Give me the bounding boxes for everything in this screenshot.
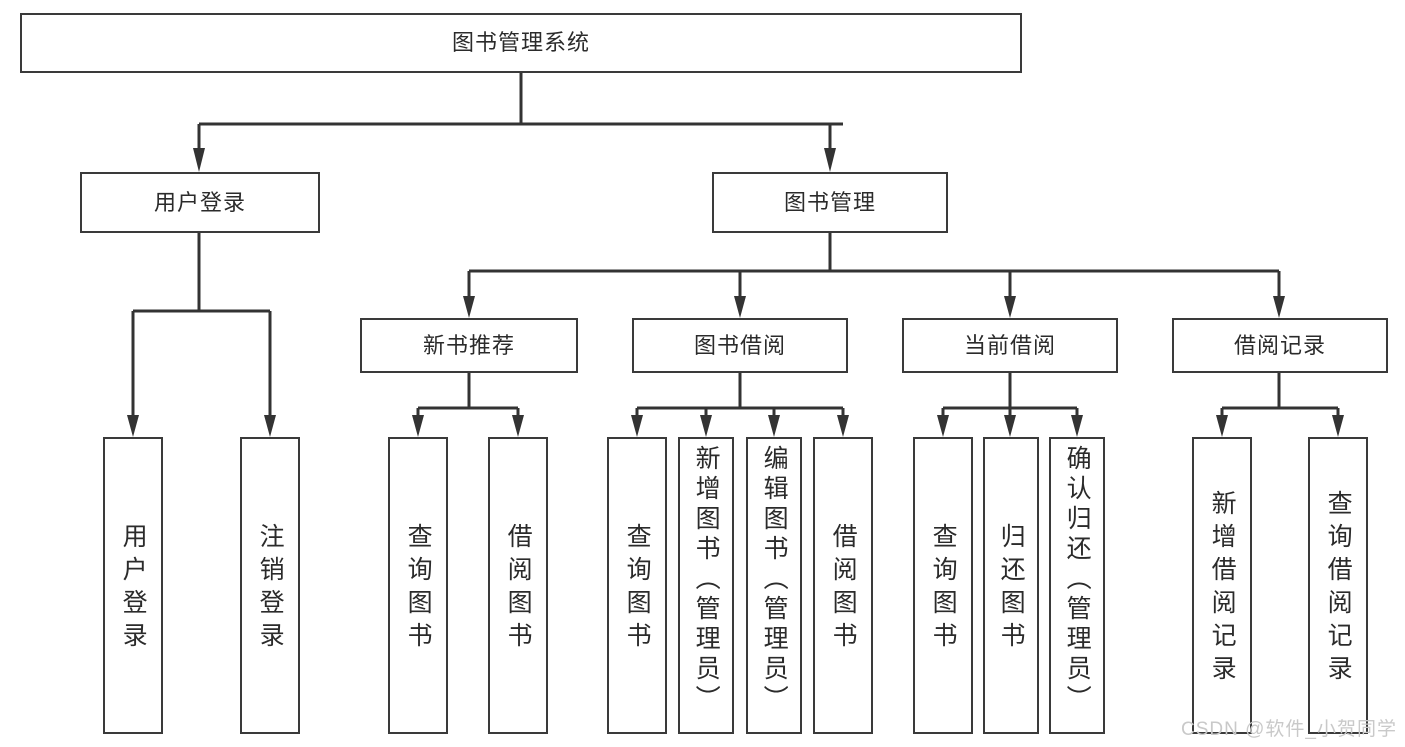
node-leaf-add-book-label: 新增图书（管理员）	[692, 445, 721, 715]
arrowhead-leaf-query-book-2	[631, 415, 643, 437]
node-book-manage[interactable]: 图书管理	[712, 172, 948, 233]
node-leaf-user-login-label: 用户登录	[119, 522, 148, 655]
arrowhead-leaf-borrow-book-2	[837, 415, 849, 437]
node-leaf-borrow-book-2[interactable]: 借阅图书	[813, 437, 873, 734]
node-leaf-user-login[interactable]: 用户登录	[103, 437, 163, 734]
arrowhead-new-book-rec	[463, 296, 475, 318]
node-current-borrow[interactable]: 当前借阅	[902, 318, 1118, 373]
arrowhead-leaf-borrow-book-1	[512, 415, 524, 437]
arrowhead-leaf-add-record	[1216, 415, 1228, 437]
node-borrow-record-label: 借阅记录	[1233, 332, 1326, 358]
node-book-manage-label: 图书管理	[783, 189, 876, 215]
arrowhead-user-login	[193, 148, 205, 172]
node-leaf-edit-book-label: 编辑图书（管理员）	[760, 445, 789, 715]
arrowhead-leaf-return-book	[1004, 415, 1016, 437]
node-leaf-borrow-book-2-label: 借阅图书	[829, 522, 858, 655]
node-leaf-query-book-3-label: 查询图书	[929, 522, 958, 655]
node-user-login[interactable]: 用户登录	[80, 172, 320, 233]
node-book-borrow[interactable]: 图书借阅	[632, 318, 848, 373]
node-leaf-query-record-label: 查询借阅记录	[1324, 489, 1353, 688]
arrowhead-book-manage	[824, 148, 836, 172]
arrowhead-leaf-query-book-1	[412, 415, 424, 437]
node-leaf-edit-book[interactable]: 编辑图书（管理员）	[746, 437, 802, 734]
node-book-borrow-label: 图书借阅	[693, 332, 786, 358]
node-leaf-query-book-2[interactable]: 查询图书	[607, 437, 667, 734]
arrowhead-leaf-edit-book	[768, 415, 780, 437]
arrowhead-book-borrow	[734, 296, 746, 318]
node-leaf-query-book-3[interactable]: 查询图书	[913, 437, 973, 734]
node-leaf-return-book-label: 归还图书	[997, 522, 1026, 655]
node-leaf-add-record[interactable]: 新增借阅记录	[1192, 437, 1252, 734]
node-leaf-borrow-book-1-label: 借阅图书	[504, 522, 533, 655]
arrowhead-leaf-confirm-return	[1071, 415, 1083, 437]
node-borrow-record[interactable]: 借阅记录	[1172, 318, 1388, 373]
arrowhead-leaf-user-login	[127, 415, 139, 437]
arrowhead-leaf-add-book	[700, 415, 712, 437]
node-leaf-add-record-label: 新增借阅记录	[1208, 489, 1237, 688]
node-leaf-query-record[interactable]: 查询借阅记录	[1308, 437, 1368, 734]
node-leaf-logout-label: 注销登录	[256, 522, 285, 655]
node-leaf-return-book[interactable]: 归还图书	[983, 437, 1039, 734]
arrowhead-leaf-logout	[264, 415, 276, 437]
node-leaf-confirm-return-label: 确认归还（管理员）	[1063, 445, 1092, 715]
node-new-book-rec[interactable]: 新书推荐	[360, 318, 578, 373]
node-leaf-logout[interactable]: 注销登录	[240, 437, 300, 734]
arrowhead-leaf-query-record	[1332, 415, 1344, 437]
node-leaf-borrow-book-1[interactable]: 借阅图书	[488, 437, 548, 734]
arrowhead-current-borrow	[1004, 296, 1016, 318]
node-root-label: 图书管理系统	[451, 30, 590, 55]
node-leaf-confirm-return[interactable]: 确认归还（管理员）	[1049, 437, 1105, 734]
node-leaf-query-book-1-label: 查询图书	[404, 522, 433, 655]
node-root[interactable]: 图书管理系统	[20, 13, 1022, 73]
node-leaf-query-book-1[interactable]: 查询图书	[388, 437, 448, 734]
node-leaf-add-book[interactable]: 新增图书（管理员）	[678, 437, 734, 734]
node-current-borrow-label: 当前借阅	[963, 332, 1056, 358]
arrowhead-leaf-query-book-3	[937, 415, 949, 437]
node-new-book-rec-label: 新书推荐	[422, 332, 515, 358]
arrowhead-borrow-record	[1273, 296, 1285, 318]
node-user-login-label: 用户登录	[153, 189, 246, 215]
arrowheads	[127, 148, 1344, 437]
node-leaf-query-book-2-label: 查询图书	[623, 522, 652, 655]
